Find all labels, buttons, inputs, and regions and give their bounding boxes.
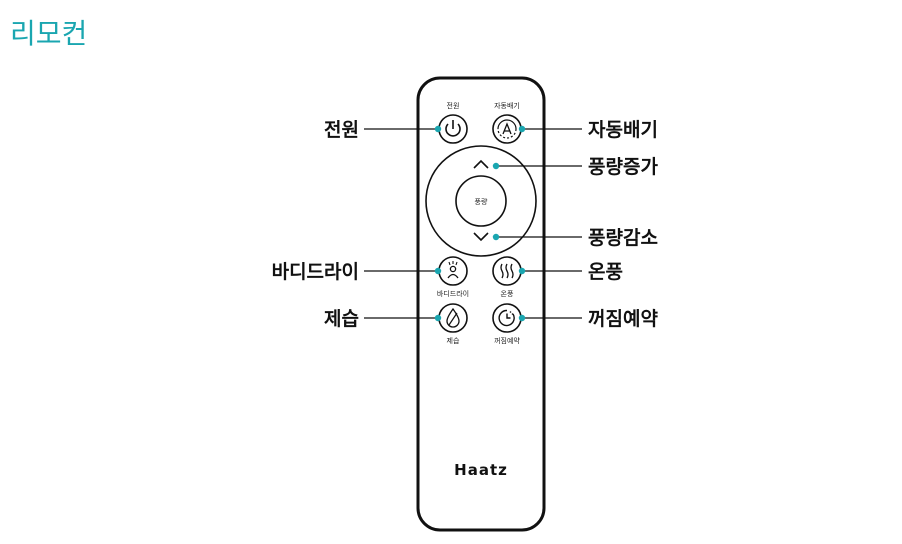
callout-dot-fan-down <box>492 233 500 241</box>
callout-label-off-timer: 꺼짐예약 <box>588 308 658 330</box>
body-dry-button-label: 바디드라이 <box>437 289 469 298</box>
callout-label-auto: 자동배기 <box>588 119 658 141</box>
timer-icon <box>498 309 515 327</box>
callout-label-fan-down: 풍량감소 <box>588 227 658 249</box>
callout-dot-auto <box>518 125 526 133</box>
callout-dot-warm-air <box>518 267 526 275</box>
callout-dot-fan-up <box>492 162 500 170</box>
body-dry-button[interactable] <box>438 256 468 286</box>
off-timer-button[interactable] <box>492 303 522 333</box>
callout-dot-body-dry <box>434 267 442 275</box>
auto-mode-icon <box>497 119 517 139</box>
off-timer-button-label: 꺼짐예약 <box>494 336 520 345</box>
callout-dot-dehumid <box>434 314 442 322</box>
callout-dots <box>434 125 526 322</box>
power-button-label: 전원 <box>447 101 460 110</box>
dehumid-button-label: 제습 <box>447 336 460 345</box>
callout-dot-off-timer <box>518 314 526 322</box>
callout-label-power: 전원 <box>324 119 359 141</box>
fan-up-button[interactable] <box>473 159 489 169</box>
chevron-down-icon <box>473 232 489 242</box>
callout-dot-power <box>434 125 442 133</box>
callout-lines <box>364 128 582 319</box>
dehumid-button[interactable] <box>438 303 468 333</box>
callout-label-dehumid: 제습 <box>324 308 359 330</box>
warm-air-button-label: 온풍 <box>501 290 514 298</box>
power-button[interactable] <box>438 114 468 144</box>
auto-button[interactable] <box>492 114 522 144</box>
auto-button-label: 자동배기 <box>494 101 520 110</box>
warm-air-button[interactable] <box>492 256 522 286</box>
callout-label-warm-air: 온풍 <box>588 261 623 283</box>
page-title: 리모컨 <box>10 17 88 50</box>
heat-waves-icon <box>500 263 514 279</box>
fan-center-label: 풍량 <box>475 198 488 206</box>
chevron-up-icon <box>473 159 489 169</box>
logo-text: Haatz <box>454 461 508 479</box>
callout-label-body-dry: 바디드라이 <box>272 261 359 283</box>
person-icon <box>447 261 459 279</box>
fan-center-button[interactable]: 풍량 <box>455 175 507 227</box>
callout-label-fan-up: 풍량증가 <box>588 156 658 178</box>
drop-icon <box>446 307 460 328</box>
fan-down-button[interactable] <box>473 232 489 242</box>
power-icon <box>445 120 461 137</box>
brand-logo: Haatz <box>454 461 508 479</box>
